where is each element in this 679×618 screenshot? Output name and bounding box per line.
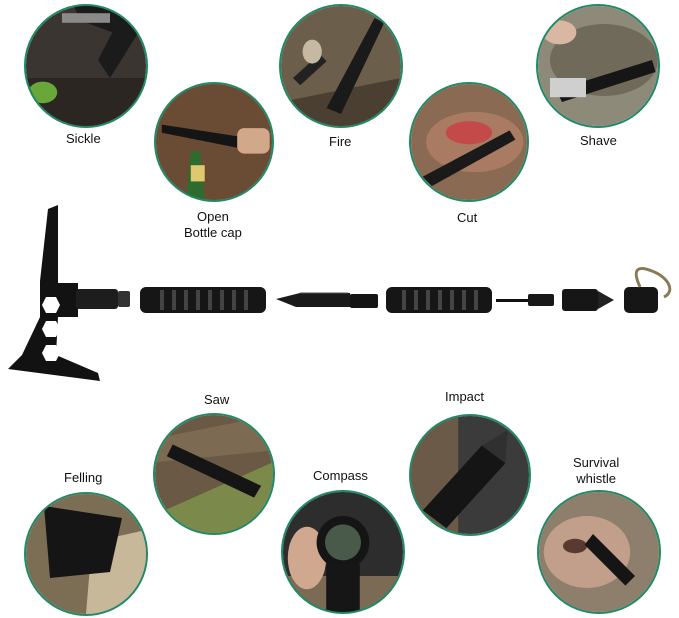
sickle-photo <box>24 4 148 128</box>
saw-photo <box>153 413 275 535</box>
felling-label: Felling <box>64 470 103 485</box>
felling-photo <box>24 492 148 616</box>
cut-photo <box>409 82 529 202</box>
impact-photo <box>409 414 531 536</box>
open-bottle-cap-label-line1: Open <box>197 209 229 224</box>
fire-photo <box>279 4 403 128</box>
cut-label: Cut <box>457 210 478 225</box>
survival-whistle-label-line2: whistle <box>576 471 616 486</box>
impact-label: Impact <box>445 389 485 404</box>
shave-label: Shave <box>580 133 617 148</box>
glass-breaker <box>562 289 614 311</box>
saw-label: Saw <box>204 392 230 407</box>
sickle-label: Sickle <box>66 131 101 146</box>
whistle-photo <box>537 490 661 614</box>
tool-parts-row <box>0 205 679 385</box>
handle-section-2 <box>386 287 492 313</box>
compass-photo <box>281 490 405 614</box>
survival-whistle-label-line1: Survival <box>573 455 620 470</box>
handle-section-1 <box>140 287 266 313</box>
fire-rod <box>496 294 554 306</box>
open-bottle-cap-label-line2: Bottle cap <box>184 225 242 240</box>
compass-label: Compass <box>313 468 368 483</box>
open-bottle-cap-label: Open Bottle cap <box>184 209 242 241</box>
fire-label: Fire <box>329 134 352 149</box>
knife <box>276 292 378 308</box>
whistle-cap <box>624 267 672 313</box>
bottle-opener-photo <box>154 82 274 202</box>
shave-photo <box>536 4 660 128</box>
survival-whistle-label: Survival whistle <box>573 455 619 487</box>
axe-head <box>8 205 130 381</box>
